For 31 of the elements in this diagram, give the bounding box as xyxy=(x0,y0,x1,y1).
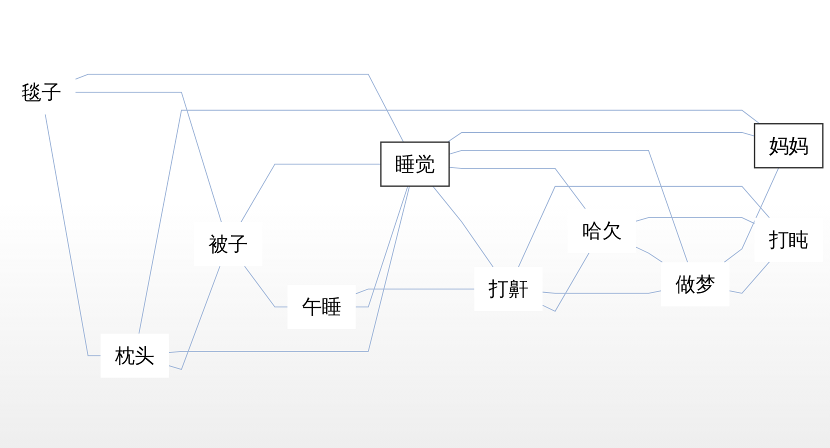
connector xyxy=(44,114,102,356)
node-box: 打鼾 xyxy=(474,267,543,312)
connector xyxy=(447,132,755,143)
connector xyxy=(518,186,770,268)
connector xyxy=(138,110,760,334)
node-text: 被子 xyxy=(208,232,248,256)
node-box: 午睡 xyxy=(287,284,356,329)
node-box: 妈妈 xyxy=(754,123,824,168)
node-box: 枕头 xyxy=(100,334,169,378)
connector xyxy=(542,252,590,312)
connector xyxy=(432,186,494,268)
connector xyxy=(75,92,222,223)
connector xyxy=(636,246,663,263)
connector xyxy=(355,288,475,294)
connector xyxy=(724,167,780,263)
node-text: 毯子 xyxy=(22,81,62,104)
connector xyxy=(728,261,770,294)
node-box: 睡觉 xyxy=(380,141,450,187)
connector xyxy=(168,186,410,354)
connector xyxy=(168,266,220,370)
node-text: 哈欠 xyxy=(582,220,622,242)
connector xyxy=(244,266,288,308)
connector xyxy=(636,217,755,224)
connector xyxy=(448,150,688,263)
connector xyxy=(355,186,408,308)
node-text: 打盹 xyxy=(768,228,808,252)
connector xyxy=(75,74,404,143)
connector xyxy=(240,164,382,223)
connector xyxy=(542,290,662,294)
node-box: 做梦 xyxy=(661,262,730,306)
connector xyxy=(448,166,586,210)
